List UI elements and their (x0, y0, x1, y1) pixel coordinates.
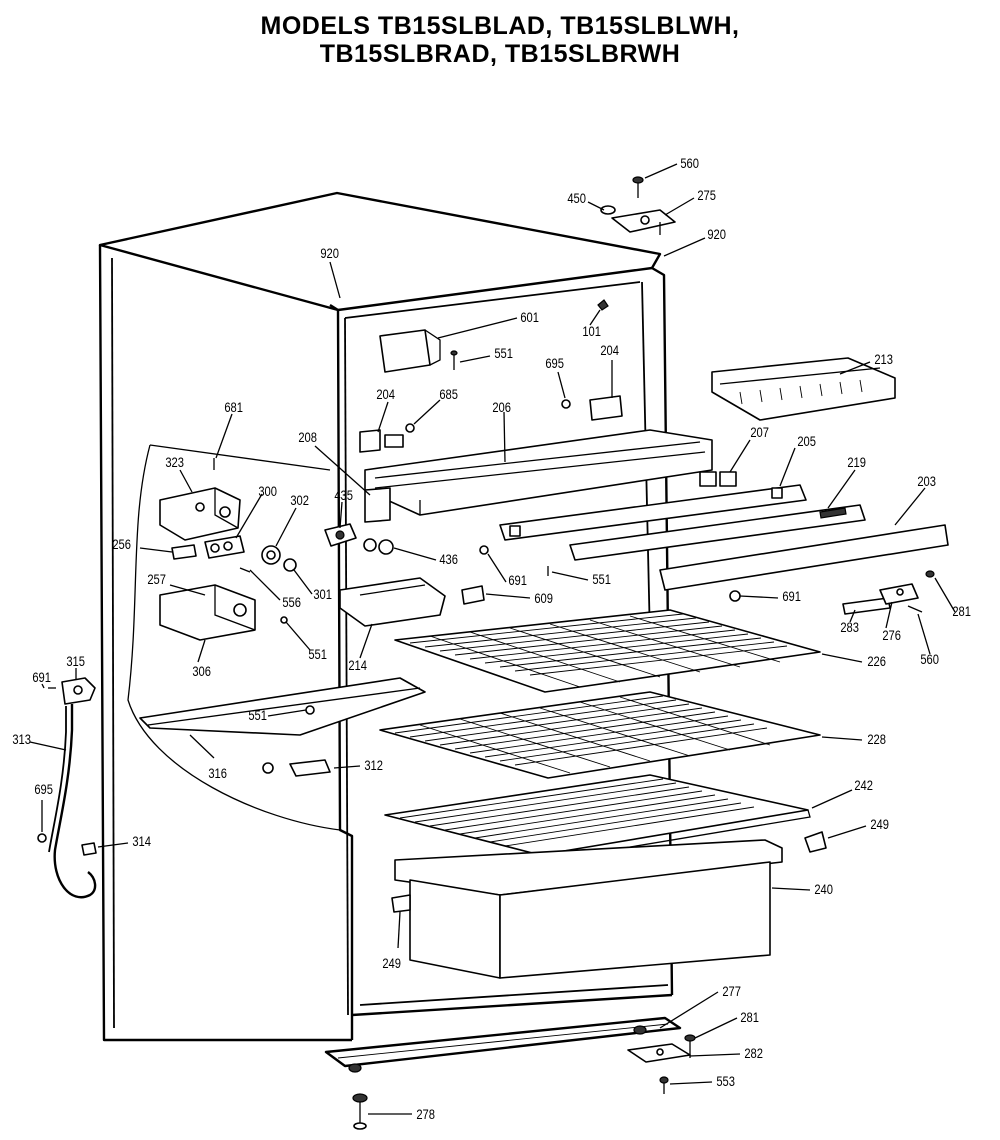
callout-281-bottom: 281 (740, 1010, 759, 1025)
callout-306: 306 (192, 664, 211, 679)
callout-240: 240 (814, 882, 833, 897)
callout-681: 681 (224, 400, 243, 415)
callout-313: 313 (12, 732, 31, 747)
callout-282: 282 (744, 1046, 763, 1061)
control-parts (139, 458, 935, 777)
water-line-parts (37, 677, 97, 899)
freezer-parts (359, 176, 949, 591)
callout-206: 206 (492, 400, 511, 415)
callout-450: 450 (567, 191, 586, 206)
callout-553: 553 (716, 1074, 735, 1089)
callout-283: 283 (840, 620, 859, 635)
callout-101: 101 (582, 324, 601, 339)
callout-560-top: 560 (680, 156, 699, 171)
diagram-title-line-1: MODELS TB15SLBLAD, TB15SLBLWH, (260, 12, 740, 40)
callout-435: 435 (334, 488, 353, 503)
callout-301: 301 (313, 587, 332, 602)
callout-551-center: 551 (592, 572, 611, 587)
callout-281-right: 281 (952, 604, 971, 619)
callout-609: 609 (534, 591, 553, 606)
callout-691-right: 691 (782, 589, 801, 604)
callout-691-center: 691 (508, 573, 527, 588)
callout-204-right: 204 (600, 343, 619, 358)
callout-300: 300 (258, 484, 277, 499)
callout-695-freezer: 695 (545, 356, 564, 371)
bottom-hardware (348, 1025, 696, 1130)
callout-551-plate: 551 (248, 708, 267, 723)
callout-228: 228 (867, 732, 886, 747)
callout-257: 257 (147, 572, 166, 587)
callout-302: 302 (290, 493, 309, 508)
callout-226: 226 (867, 654, 886, 669)
callout-551-upper: 551 (494, 346, 513, 361)
callout-920-left: 920 (320, 246, 339, 261)
callout-315: 315 (66, 654, 85, 669)
callout-436: 436 (439, 552, 458, 567)
callout-551-lower: 551 (308, 647, 327, 662)
diagram-title-line-2: TB15SLBRAD, TB15SLBRWH (319, 40, 681, 68)
callout-601: 601 (520, 310, 539, 325)
callout-920-right: 920 (707, 227, 726, 242)
callout-314: 314 (132, 834, 151, 849)
callout-278: 278 (416, 1107, 435, 1122)
callout-249-left: 249 (382, 956, 401, 971)
callout-249-right: 249 (870, 817, 889, 832)
callout-560-right: 560 (920, 652, 939, 667)
callout-685: 685 (439, 387, 458, 402)
callout-219: 219 (847, 455, 866, 470)
callout-203: 203 (917, 474, 936, 489)
callout-213: 213 (874, 352, 893, 367)
callout-312: 312 (364, 758, 383, 773)
callout-208: 208 (298, 430, 317, 445)
callout-316: 316 (208, 766, 227, 781)
callout-323: 323 (165, 455, 184, 470)
callout-556: 556 (282, 595, 301, 610)
callout-695-left: 695 (34, 782, 53, 797)
callout-256: 256 (112, 537, 131, 552)
callout-labels: 560 275 450 920 920 601 101 551 695 204 … (12, 156, 971, 1122)
shelves (379, 609, 827, 979)
callout-276: 276 (882, 628, 901, 643)
callout-277: 277 (722, 984, 741, 999)
callout-207: 207 (750, 425, 769, 440)
callout-242: 242 (854, 778, 873, 793)
callout-275: 275 (697, 188, 716, 203)
callout-214: 214 (348, 658, 367, 673)
callout-691-left: 691 (32, 670, 51, 685)
callout-205: 205 (797, 434, 816, 449)
callout-204-left: 204 (376, 387, 395, 402)
